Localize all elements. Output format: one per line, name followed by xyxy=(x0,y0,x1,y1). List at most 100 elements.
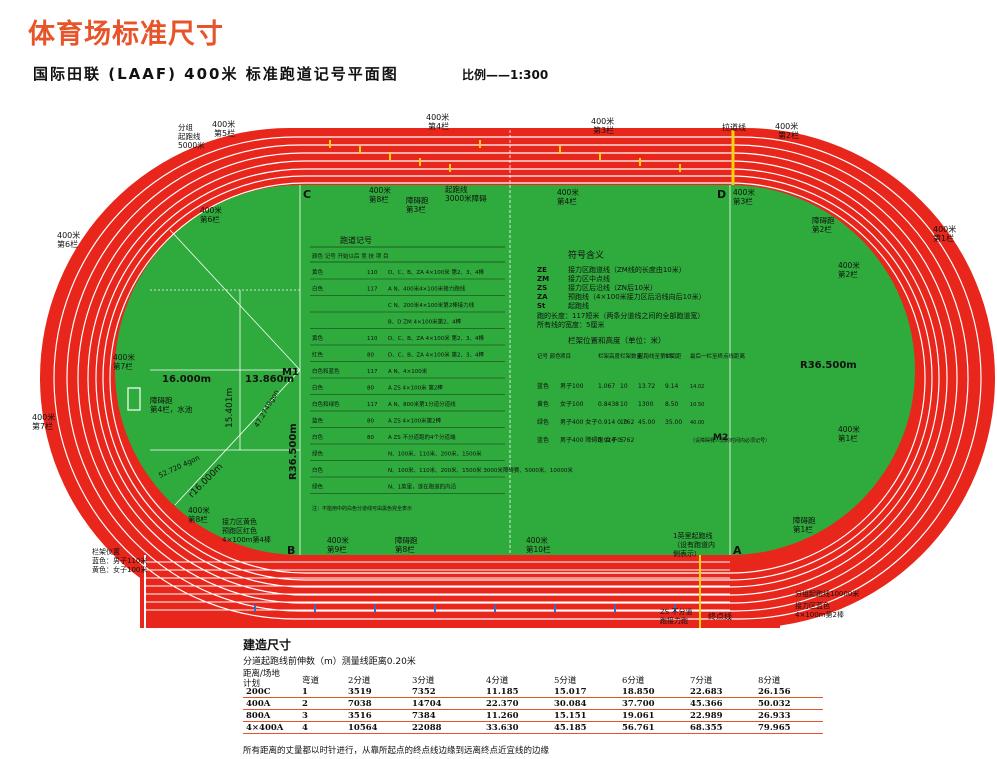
table-cell: 7384 xyxy=(409,709,483,722)
svg-text:女子100: 女子100 xyxy=(560,400,584,408)
svg-text:A N、4×100米: A N、4×100米 xyxy=(388,367,428,375)
svg-text:N、1英里，该在跑道的内沿: N、1英里，该在跑道的内沿 xyxy=(388,483,457,491)
svg-text:5: 5 xyxy=(620,437,624,444)
svg-text:绿色: 绿色 xyxy=(312,483,324,491)
svg-text:1300: 1300 xyxy=(638,401,653,408)
inner-400-8b-label: 400米第8栏 xyxy=(188,505,210,524)
table-cell: 45.185 xyxy=(551,721,619,734)
corner-a: A xyxy=(733,544,742,557)
diagram-subtitle: 国际田联 (LAAF) 400米 标准跑道记号平面图 xyxy=(33,65,399,83)
svg-text:男子400 女子: 男子400 女子 xyxy=(560,418,597,426)
svg-text:0.8438: 0.8438 xyxy=(598,401,619,408)
table-cell: 56.761 xyxy=(619,721,687,734)
table-cell: 15.017 xyxy=(551,686,619,698)
label-400-6: 400米第6栏 xyxy=(57,230,80,249)
marker-m1: M1 xyxy=(282,367,299,378)
svg-text:A N、800米第1分道分道线: A N、800米第1分道分道线 xyxy=(388,400,456,408)
page-title: 体育场标准尺寸 xyxy=(28,19,224,50)
hurdle-setup-label: 栏架仪置蓝色：男子110米黄色：女子100米 xyxy=(92,547,147,574)
svg-text:接力区跑道线（ZM线的长度由10米）: 接力区跑道线（ZM线的长度由10米） xyxy=(568,265,686,274)
svg-text:117: 117 xyxy=(367,369,378,375)
svg-text:黄色: 黄色 xyxy=(312,334,324,342)
svg-text:80: 80 xyxy=(367,435,374,441)
svg-text:A ZS 4×100米第2棒: A ZS 4×100米第2棒 xyxy=(388,417,442,425)
column-header: 5分道 xyxy=(554,676,577,686)
marker-m2: M2 xyxy=(713,433,728,443)
table-cell: 1 xyxy=(299,686,345,698)
corner-b: B xyxy=(287,544,295,557)
svg-text:N、100米、110米、200米、1500米: N、100米、110米、200米、1500米 xyxy=(388,450,482,458)
straight-extension-lines xyxy=(144,555,730,628)
column-header: 3分道 xyxy=(412,676,435,686)
svg-text:记号 颜色: 记号 颜色 xyxy=(537,352,561,360)
lane-lines xyxy=(53,136,982,620)
svg-text:栏间距: 栏间距 xyxy=(665,352,682,360)
svg-text:80: 80 xyxy=(367,419,374,425)
svg-text:110: 110 xyxy=(367,270,378,276)
table-cell: 7352 xyxy=(409,686,483,698)
track-note-row: 白色和蓝色 117 A N、4×100米 xyxy=(310,367,505,379)
hurdle-header-row: 记号 颜色项目栏架高度栏架数量起跑线至第1栏栏间距最后一栏至终点线距离 xyxy=(537,352,746,360)
column-header: 2分道 xyxy=(348,676,371,686)
svg-text:白色和蓝色: 白色和蓝色 xyxy=(312,367,340,375)
build-dimensions-title: 建造尺寸 xyxy=(243,638,292,652)
corner-c: C xyxy=(303,188,311,201)
infield-lines xyxy=(150,130,731,555)
legend-title: 符号含义 xyxy=(568,249,604,261)
svg-text:B、D ZM 4×100米第2、4棒: B、D ZM 4×100米第2、4棒 xyxy=(388,318,462,326)
svg-text:10: 10 xyxy=(620,401,628,408)
column-header: 8分道 xyxy=(758,676,781,686)
hurdle-markers xyxy=(254,130,735,628)
svg-text:10: 10 xyxy=(620,419,628,426)
label-400-1: 400米第1栏 xyxy=(933,224,956,243)
track-diagram: C D B A R36.500m R36.500m 16.000m 13.860… xyxy=(32,112,995,628)
table-cell: 11.260 xyxy=(483,709,551,722)
svg-text:白色: 白色 xyxy=(312,466,324,474)
inner-hurdle-8-label: 障碍跑第8栏 xyxy=(395,535,418,554)
inner-hurdle-3-label: 障碍跑第3栏 xyxy=(406,195,429,214)
table-cell: 4 xyxy=(299,721,345,734)
svg-text:绿色: 绿色 xyxy=(312,450,324,458)
dim-16m: 16.000m xyxy=(162,374,211,385)
table-cell: 7038 xyxy=(345,697,409,710)
table-cell: 2 xyxy=(299,697,345,710)
svg-text:红色: 红色 xyxy=(312,351,324,359)
svg-text:0.914 0.762: 0.914 0.762 xyxy=(598,419,634,426)
svg-text:14.02: 14.02 xyxy=(690,384,704,390)
column-header: 4分道 xyxy=(486,676,509,686)
table-cell: 18.850 xyxy=(619,686,687,698)
svg-text:80: 80 xyxy=(367,353,374,359)
inner-400-3-label: 400米第3栏 xyxy=(733,187,755,206)
table-cell: 26.156 xyxy=(755,686,823,698)
svg-text:A ZS 4×100米 第2棒: A ZS 4×100米 第2棒 xyxy=(388,384,443,392)
hurdle-row: 蓝色男子400 障碍跑 女子0.914 0.7625（设障碍赛人员的时间内必须记… xyxy=(537,436,770,444)
table-cell: 400A xyxy=(243,697,299,710)
track-notes-footnote: 注：不能用中的白色分道线可由黑色完全表示 xyxy=(312,505,412,512)
svg-text:绿色: 绿色 xyxy=(537,418,549,426)
svg-text:35.00: 35.00 xyxy=(665,419,682,426)
table-cell: 50.032 xyxy=(755,697,823,710)
table-cell: 37.700 xyxy=(619,697,687,710)
table-cell: 3516 xyxy=(345,709,409,722)
legend-track-width: 所有线的宽度：5厘米 xyxy=(537,320,604,329)
svg-text:白色: 白色 xyxy=(312,433,324,441)
dim-15m: 15.401m xyxy=(225,388,235,428)
table-cell: 3 xyxy=(299,709,345,722)
